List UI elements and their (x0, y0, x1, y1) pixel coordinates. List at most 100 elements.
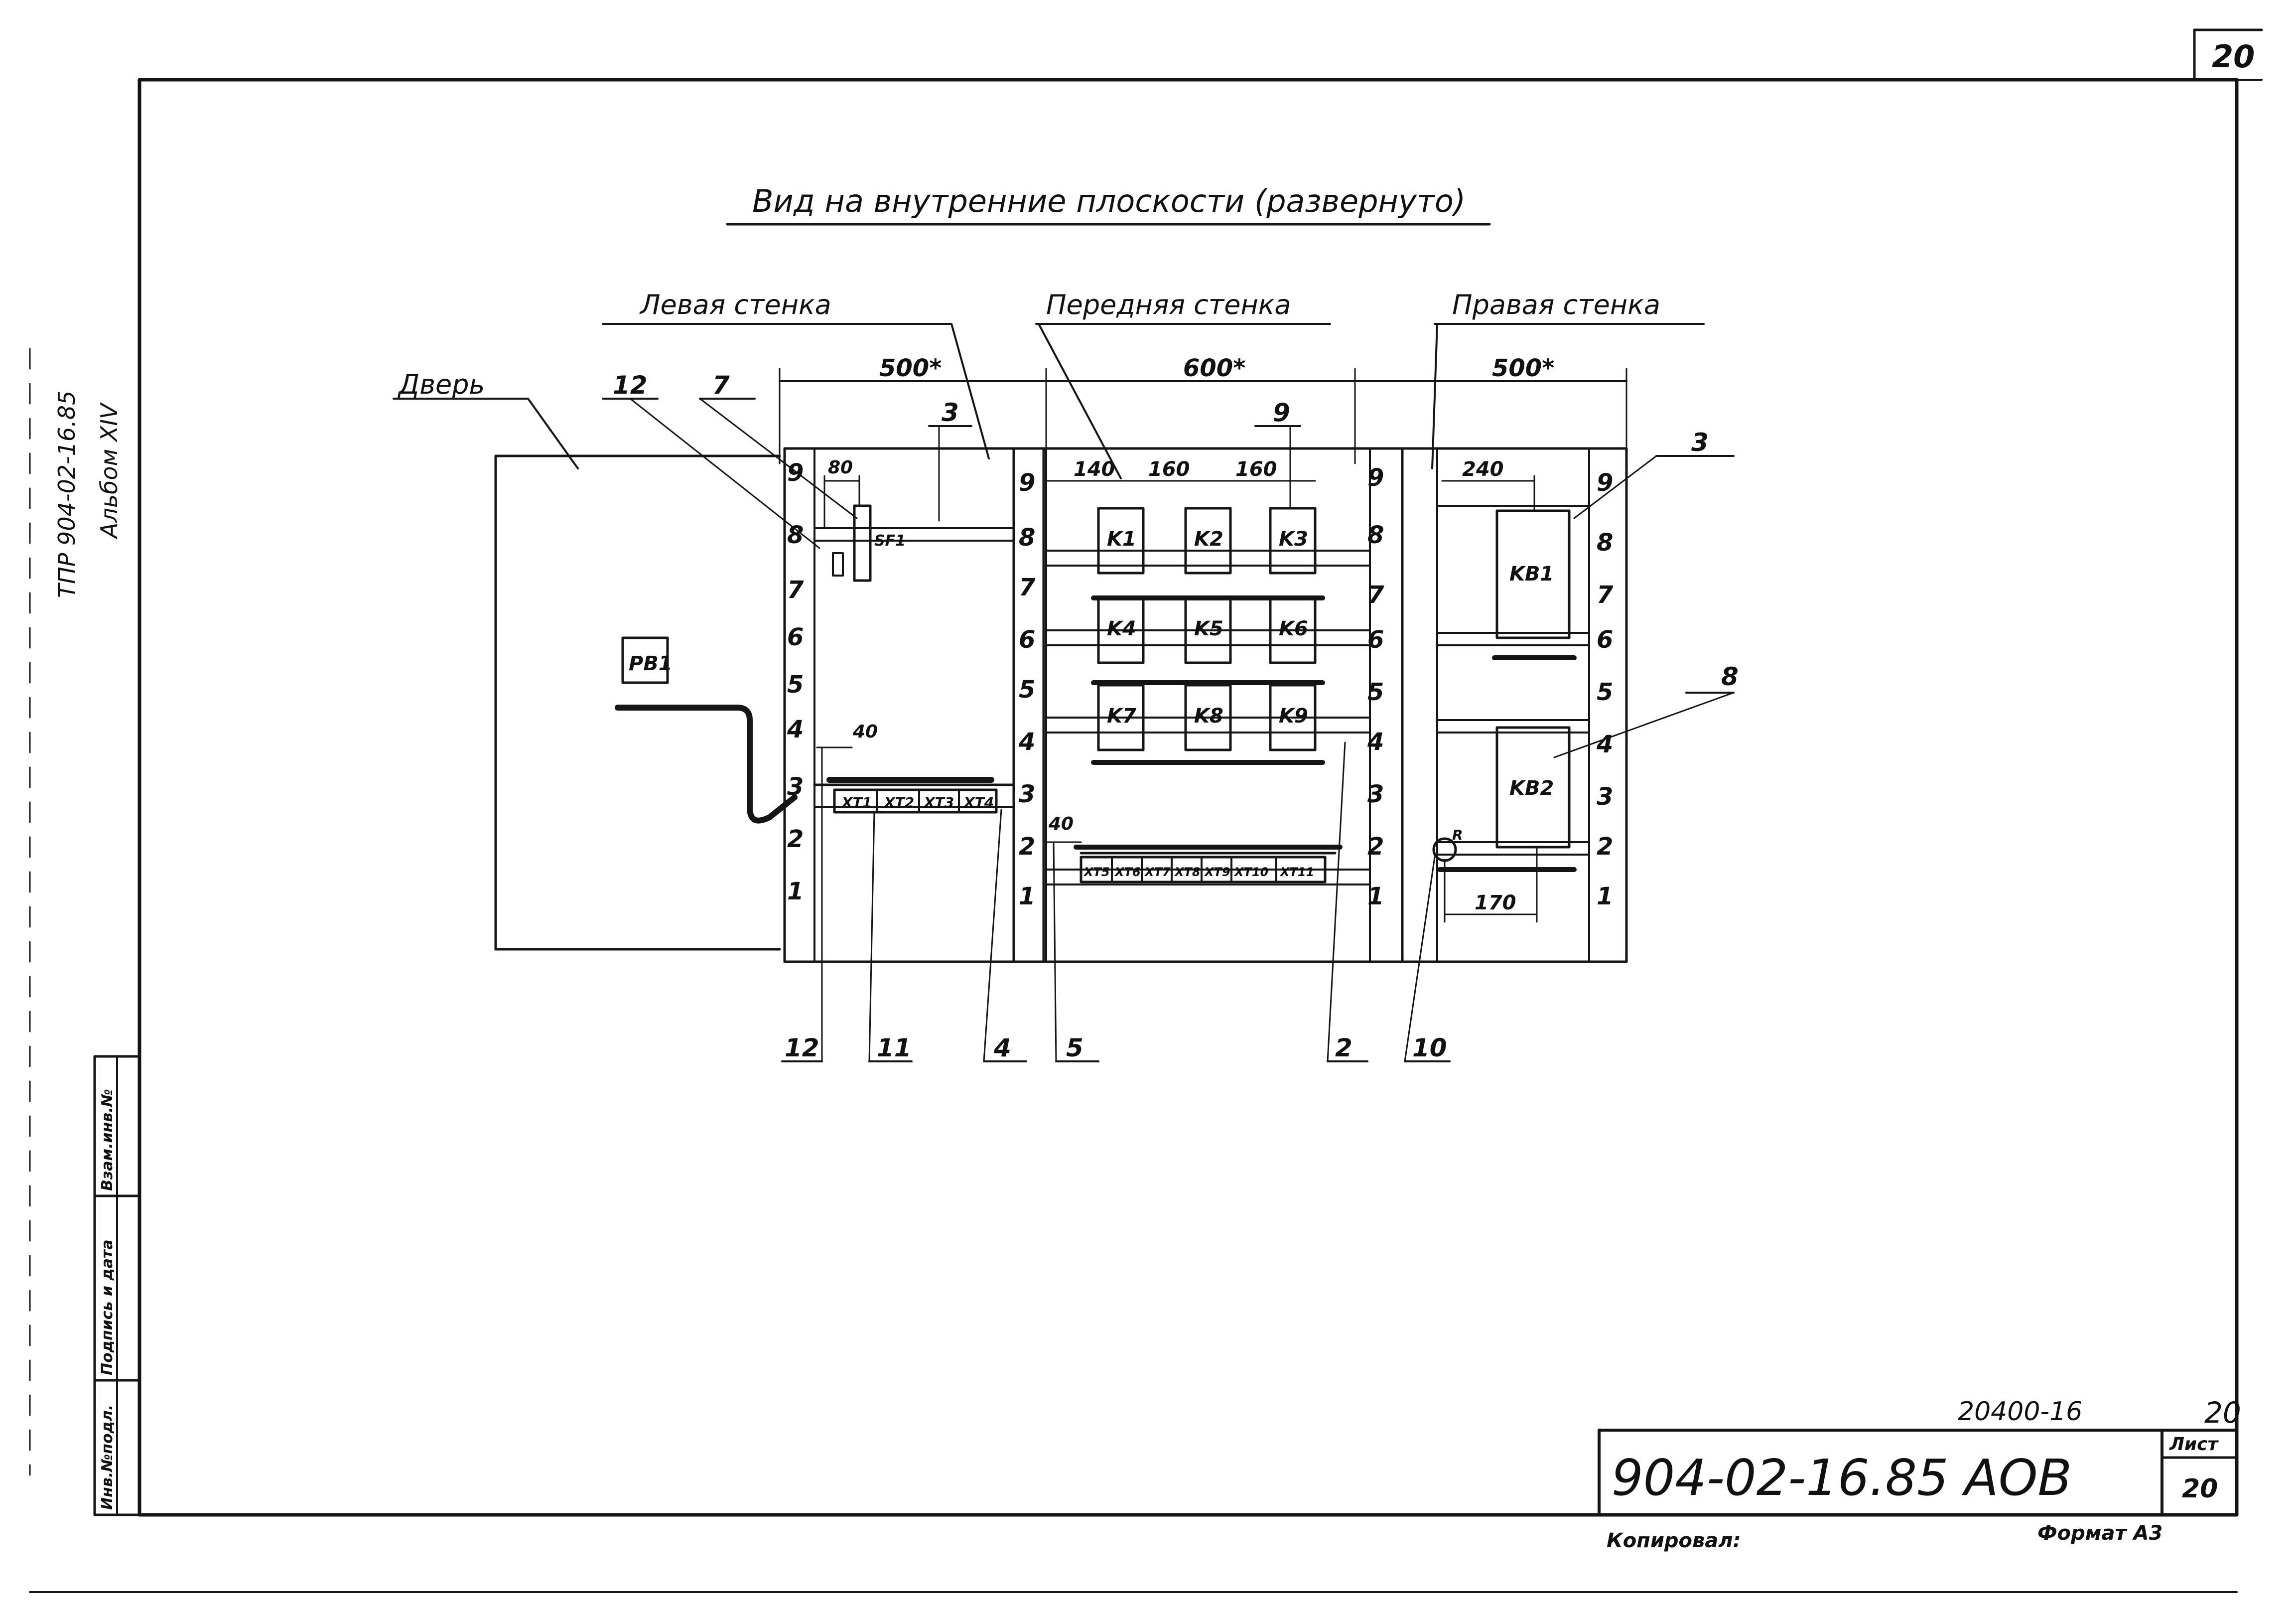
xt8-label: XT8 (1174, 865, 1201, 879)
left-wall-rail-numbers-b: 9 8 7 6 5 4 3 2 1 (1018, 469, 1036, 910)
xt9-label: XT9 (1204, 865, 1230, 879)
door-cable (615, 705, 798, 824)
contactor-k3: K3 (1279, 528, 1308, 551)
margin-document-code: ТПР 904-02-16.85 (53, 391, 80, 598)
rail-number: 4 (787, 716, 804, 743)
front-wall-rail-numbers: 9 8 7 6 5 4 3 2 1 (1367, 464, 1384, 910)
rail-number: 5 (1019, 676, 1035, 704)
rail-number: 6 (1019, 626, 1035, 654)
sheet-frame (29, 28, 2263, 1593)
xt11-label: XT11 (1279, 865, 1314, 879)
right-wall (1432, 475, 1590, 923)
callout-8: 8 (1721, 662, 1739, 691)
rail-number: 1 (787, 878, 804, 905)
right-170-dim: 170 (1475, 891, 1516, 914)
left-wall-rail-numbers-a: 9 8 7 6 5 4 3 2 1 (787, 459, 804, 905)
front-160b-dim: 160 (1235, 458, 1277, 481)
contactor-k7: K7 (1107, 705, 1136, 728)
contactor-k8: K8 (1194, 705, 1223, 728)
callout-12-bottom: 12 (785, 1033, 819, 1062)
rail-number: 1 (1597, 882, 1613, 910)
rail-number: 8 (1597, 529, 1613, 557)
left-wall-label: Левая стенка (639, 289, 831, 320)
stamp-replacement-label: Взам.инв.№ (99, 1089, 116, 1191)
rail-number: 9 (1597, 469, 1613, 497)
rail-number: 8 (1019, 524, 1035, 552)
door-device-pb1 (621, 636, 669, 684)
breaker-kb1: KB1 (1509, 563, 1554, 586)
xt3-label: XT3 (923, 794, 954, 811)
xt5-label: XT5 (1083, 865, 1110, 879)
xt2-label: XT2 (883, 794, 914, 811)
front-140-dim: 140 (1074, 458, 1115, 481)
drawing-title: Вид на внутренние плоскости (развернуто) (752, 183, 1466, 219)
rail-number: 5 (1597, 678, 1613, 706)
rail-number: 1 (1019, 882, 1035, 910)
rail-number: 3 (787, 773, 804, 801)
left-wall-width: 500* (879, 354, 942, 382)
callout-4: 4 (993, 1033, 1011, 1062)
rail-number: 5 (787, 671, 804, 699)
xt10-label: XT10 (1233, 865, 1268, 879)
callout-7: 7 (712, 371, 730, 400)
rail-number: 3 (1367, 780, 1384, 808)
right-wall-width: 500* (1492, 354, 1554, 382)
door-label: Дверь (398, 369, 485, 400)
rail-number: 9 (1367, 464, 1384, 492)
rail-number: 6 (787, 623, 804, 651)
front-wall-label: Передняя стенка (1046, 289, 1291, 320)
contactor-k1: K1 (1107, 528, 1136, 551)
breaker-kb2: KB2 (1509, 777, 1554, 800)
stamp-inv-label: Инв.№подл. (99, 1405, 116, 1510)
rail-number: 8 (787, 521, 804, 549)
callout-2: 2 (1335, 1033, 1352, 1062)
rail-number: 9 (1019, 469, 1035, 497)
xt7-label: XT7 (1144, 865, 1171, 879)
front-160a-dim: 160 (1148, 458, 1190, 481)
rail-number: 3 (1019, 780, 1035, 808)
footer-list-number: 20 (2182, 1474, 2218, 1504)
contactor-k5: K5 (1194, 617, 1223, 640)
rail-number: 2 (787, 825, 804, 853)
rail-number: 4 (1018, 728, 1035, 756)
xt1-label: XT1 (841, 794, 872, 811)
rail-number: 1 (1367, 882, 1384, 910)
margin-album: Альбом XIV (96, 402, 123, 540)
contactor-k2: K2 (1194, 528, 1223, 551)
footer-small-code: 20400-16 (1958, 1397, 2082, 1427)
title-block (1598, 1429, 2238, 1516)
bottom-callout-leaders (781, 741, 1451, 1062)
right-240-dim: 240 (1462, 458, 1504, 481)
right-wall-label: Правая стенка (1452, 289, 1660, 320)
footer-copied: Копировал: (1607, 1529, 1741, 1552)
rail-number: 4 (1596, 731, 1613, 758)
rail-number: 7 (787, 576, 804, 604)
rail-number: 6 (1597, 626, 1613, 654)
rail-number: 2 (1019, 833, 1035, 861)
left-stamp-table (93, 1055, 141, 1516)
left-wall (783, 447, 1045, 963)
contactor-k9: K9 (1279, 705, 1308, 728)
rail-number: 2 (1597, 833, 1613, 861)
callout-3-left: 3 (942, 398, 959, 427)
contactor-k4: K4 (1107, 617, 1136, 640)
sheet-corner-number: 20 (2212, 38, 2255, 75)
stamp-signature-label: Подпись и дата (99, 1240, 116, 1375)
callout-5: 5 (1066, 1033, 1083, 1062)
front-wall (1012, 447, 1628, 963)
rail-number: 9 (787, 459, 804, 487)
callout-11: 11 (877, 1033, 912, 1062)
right-wall-rail-numbers: 9 8 7 6 5 4 3 2 1 (1596, 469, 1614, 910)
front-40-dim: 40 (1048, 814, 1074, 834)
left-40-dim: 40 (852, 722, 878, 742)
rail-number: 4 (1367, 728, 1384, 756)
callout-9: 9 (1273, 398, 1290, 427)
callout-10: 10 (1412, 1033, 1447, 1062)
xt4-label: XT4 (963, 794, 994, 811)
footer-designation: 904-02-16.85 АОВ (1612, 1449, 2072, 1507)
rail-number: 7 (1597, 581, 1614, 609)
rail-number: 6 (1367, 626, 1384, 654)
left-80-dim: 80 (828, 457, 853, 478)
callout-12-top: 12 (613, 371, 648, 400)
